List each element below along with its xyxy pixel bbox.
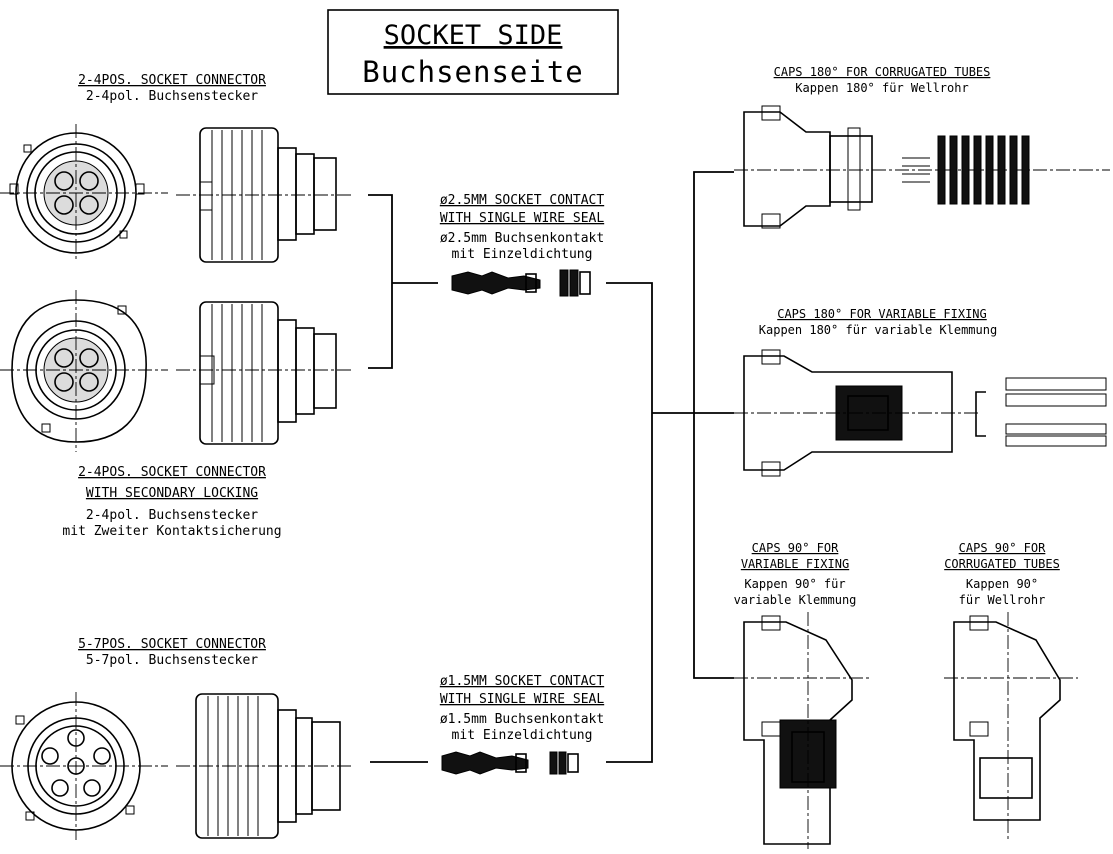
contact-15-with-seal xyxy=(441,751,579,775)
socket-side-view-24 xyxy=(176,127,352,263)
title-block: SOCKET SIDE Buchsenseite xyxy=(327,9,619,95)
cap-180-variable-fixing xyxy=(734,349,1107,477)
svg-text:ø1.5mm Buchsenkontakt: ø1.5mm Buchsenkontakt xyxy=(440,712,604,727)
label-caps-180-tubes: CAPS 180° FOR CORRUGATED TUBES Kappen 18… xyxy=(774,65,991,95)
svg-text:WITH SECONDARY LOCKING: WITH SECONDARY LOCKING xyxy=(86,486,258,501)
svg-text:5-7pol. Buchsenstecker: 5-7pol. Buchsenstecker xyxy=(86,653,258,668)
svg-text:CAPS 180° FOR CORRUGATED TUBES: CAPS 180° FOR CORRUGATED TUBES xyxy=(774,65,991,79)
svg-text:CAPS 180° FOR VARIABLE FIXING: CAPS 180° FOR VARIABLE FIXING xyxy=(777,307,987,321)
svg-text:Kappen 180° für Wellrohr: Kappen 180° für Wellrohr xyxy=(795,81,968,95)
label-caps-90-tubes: CAPS 90° FOR CORRUGATED TUBES Kappen 90°… xyxy=(944,541,1060,607)
svg-text:WITH SINGLE WIRE SEAL: WITH SINGLE WIRE SEAL xyxy=(440,211,605,226)
label-caps-180-fixing: CAPS 180° FOR VARIABLE FIXING Kappen 180… xyxy=(759,307,997,337)
svg-text:Kappen 90°: Kappen 90° xyxy=(966,577,1038,591)
svg-text:CAPS 90° FOR: CAPS 90° FOR xyxy=(959,541,1046,555)
socket-side-view-57 xyxy=(176,693,352,839)
contact-25-with-seal xyxy=(451,269,591,297)
svg-text:WITH SINGLE WIRE SEAL: WITH SINGLE WIRE SEAL xyxy=(440,692,605,707)
svg-text:mit Einzeldichtung: mit Einzeldichtung xyxy=(452,247,593,262)
label-caps-90-fixing: CAPS 90° FOR VARIABLE FIXING Kappen 90° … xyxy=(734,541,857,607)
title-german: Buchsenseite xyxy=(362,55,584,89)
label-socket-24-secondary: 2-4POS. SOCKET CONNECTOR WITH SECONDARY … xyxy=(62,465,281,539)
connection-lines xyxy=(368,171,734,763)
svg-text:ø2.5mm Buchsenkontakt: ø2.5mm Buchsenkontakt xyxy=(440,231,604,246)
svg-text:Kappen 90° für: Kappen 90° für xyxy=(744,577,845,591)
socket-front-view-57 xyxy=(0,692,168,840)
svg-text:CORRUGATED TUBES: CORRUGATED TUBES xyxy=(944,557,1060,571)
svg-text:mit Zweiter Kontaktsicherung: mit Zweiter Kontaktsicherung xyxy=(62,524,281,539)
title-english: SOCKET SIDE xyxy=(384,20,563,51)
svg-text:mit Einzeldichtung: mit Einzeldichtung xyxy=(452,728,593,743)
svg-text:Kappen 180° für variable Klemm: Kappen 180° für variable Klemmung xyxy=(759,323,997,337)
svg-text:5-7POS. SOCKET CONNECTOR: 5-7POS. SOCKET CONNECTOR xyxy=(78,637,266,652)
svg-text:2-4pol. Buchsenstecker: 2-4pol. Buchsenstecker xyxy=(86,508,258,523)
socket-front-view-24 xyxy=(0,124,168,262)
cap-90-corrugated-tubes xyxy=(944,612,1078,840)
svg-text:CAPS 90° FOR: CAPS 90° FOR xyxy=(752,541,839,555)
svg-text:2-4POS. SOCKET CONNECTOR: 2-4POS. SOCKET CONNECTOR xyxy=(78,465,266,480)
cap-90-variable-fixing xyxy=(734,612,870,849)
label-contact-15: ø1.5MM SOCKET CONTACT WITH SINGLE WIRE S… xyxy=(440,674,605,743)
cap-180-corrugated-tubes xyxy=(734,105,1110,229)
socket-side-view-24-secondary xyxy=(176,301,352,445)
svg-text:ø2.5MM SOCKET CONTACT: ø2.5MM SOCKET CONTACT xyxy=(440,193,605,208)
svg-text:2-4pol. Buchsenstecker: 2-4pol. Buchsenstecker xyxy=(86,89,258,104)
svg-text:variable Klemmung: variable Klemmung xyxy=(734,593,857,607)
svg-text:ø1.5MM SOCKET CONTACT: ø1.5MM SOCKET CONTACT xyxy=(440,674,605,689)
svg-text:VARIABLE FIXING: VARIABLE FIXING xyxy=(741,557,849,571)
title-frame xyxy=(327,9,619,95)
svg-text:2-4POS. SOCKET CONNECTOR: 2-4POS. SOCKET CONNECTOR xyxy=(78,73,266,88)
label-socket-24: 2-4POS. SOCKET CONNECTOR 2-4pol. Buchsen… xyxy=(78,73,266,104)
label-contact-25: ø2.5MM SOCKET CONTACT WITH SINGLE WIRE S… xyxy=(440,193,605,262)
socket-front-view-24-secondary xyxy=(0,290,168,452)
svg-text:für Wellrohr: für Wellrohr xyxy=(959,593,1046,607)
label-socket-57: 5-7POS. SOCKET CONNECTOR 5-7pol. Buchsen… xyxy=(78,637,266,668)
